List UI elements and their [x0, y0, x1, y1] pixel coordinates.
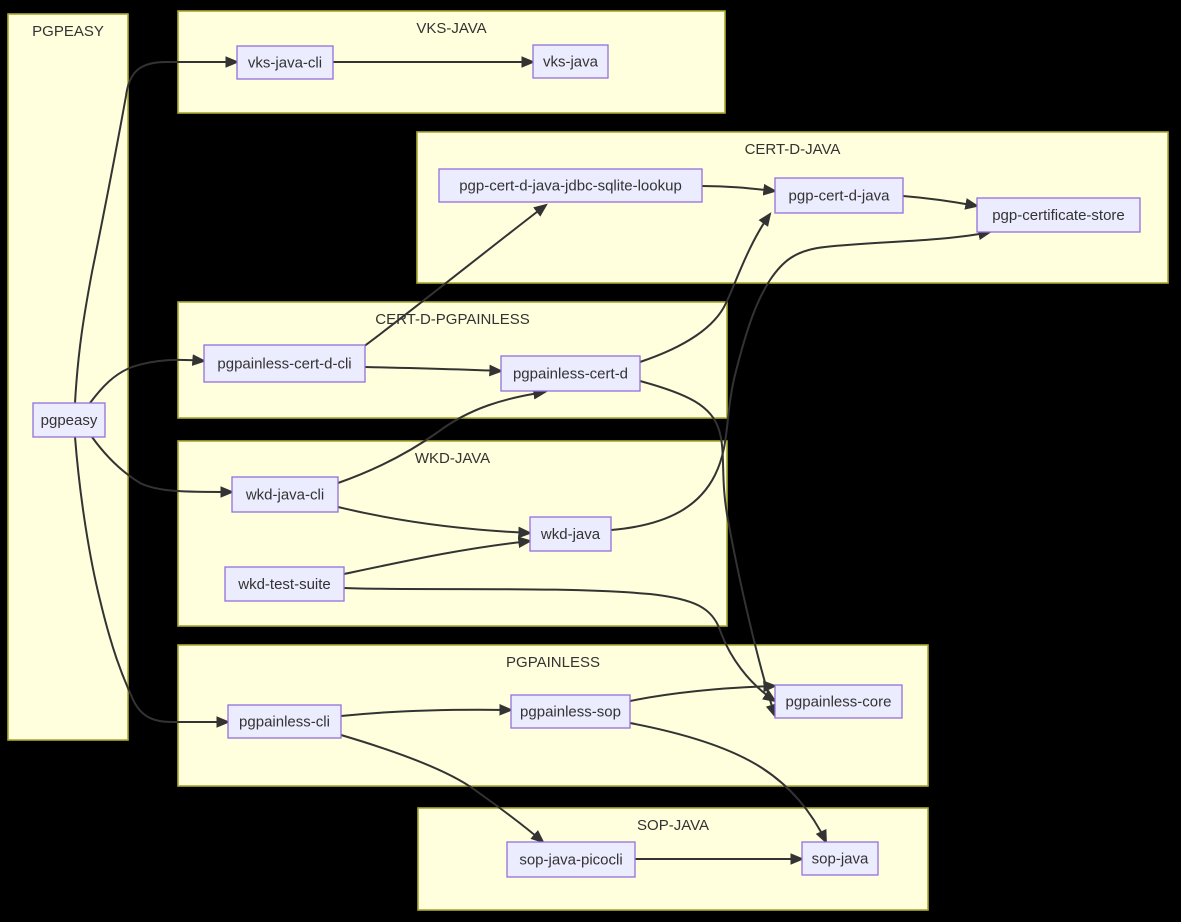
node-pgp-cert-d-java: pgp-cert-d-java	[774, 177, 904, 214]
cluster-label-vks-java-group: VKS-JAVA	[416, 20, 486, 37]
cluster-label-cert-d-pgpainless-group: CERT-D-PGPAINLESS	[375, 311, 529, 328]
edge-pgpainless-cert-d--pgpainless-core	[639, 380, 777, 719]
node-box-sop-java-picocli	[506, 841, 636, 878]
edge-wkd-test-suite--pgpainless-core	[343, 587, 777, 703]
node-pgpainless-cert-d: pgpainless-cert-d	[500, 355, 641, 392]
node-box-pgp-cert-d-java	[774, 177, 904, 214]
node-box-pgpainless-core	[774, 684, 903, 719]
cluster-label-cert-d-java-group: CERT-D-JAVA	[745, 141, 841, 158]
edge-pgpeasy--wkd-java-cli	[91, 436, 235, 498]
edge-pgpainless-cli--sop-java-picocli	[340, 734, 545, 844]
cluster-pgpeasy-group: PGPEASY	[7, 13, 129, 741]
clusters-layer: PGPEASY VKS-JAVA CERT-D-JAVA CERT-D-PGPAINL…	[7, 10, 1169, 911]
node-box-sop-java	[801, 841, 879, 876]
node-box-wkd-java-cli	[231, 476, 339, 513]
node-label-sop-java: sop-java	[812, 851, 869, 868]
node-box-vks-java	[532, 44, 609, 79]
node-box-pgpainless-cert-d	[500, 355, 641, 392]
node-sop-java: sop-java	[801, 841, 879, 876]
edge-wkd-java-cli--pgpainless-cert-d	[337, 387, 548, 484]
node-label-wkd-test-suite: wkd-test-suite	[237, 576, 331, 593]
node-label-pgpainless-cli: pgpainless-cli	[239, 714, 330, 731]
cluster-label-pgpainless-group: PGPAINLESS	[506, 654, 600, 671]
edge-pgpeasy--pgpainless-cert-d-cli	[89, 354, 207, 404]
node-pgpeasy: pgpeasy	[32, 402, 106, 438]
node-box-pgpainless-cli	[227, 704, 342, 739]
node-label-pgp-cert-d-java-jdbc-sqlite-lookup: pgp-cert-d-java-jdbc-sqlite-lookup	[459, 178, 682, 195]
node-box-pgp-cert-d-java-jdbc-sqlite-lookup	[438, 168, 703, 203]
node-label-pgpainless-sop: pgpainless-sop	[520, 704, 621, 721]
node-box-pgpeasy	[32, 402, 106, 438]
node-wkd-java-cli: wkd-java-cli	[231, 476, 339, 513]
edge-pgpeasy--pgpainless-cli	[74, 436, 231, 728]
cluster-label-pgpeasy-group: PGPEASY	[32, 23, 104, 40]
node-label-pgpainless-core: pgpainless-core	[786, 694, 892, 711]
node-sop-java-picocli: sop-java-picocli	[506, 841, 636, 878]
edge-pgp-cert-d-java--pgp-certificate-store	[902, 195, 980, 210]
node-label-pgp-certificate-store: pgp-certificate-store	[992, 207, 1125, 224]
node-box-wkd-test-suite	[224, 566, 345, 602]
edge-pgpainless-sop--sop-java	[629, 722, 827, 845]
node-label-vks-java: vks-java	[543, 54, 599, 71]
node-label-pgpeasy: pgpeasy	[41, 412, 98, 429]
node-box-vks-java-cli	[236, 45, 334, 80]
edge-pgpainless-cert-d-cli--pgp-cert-d-java-jdbc-sqlite-lookup	[362, 203, 548, 348]
edge-pgpeasy--vks-java-cli	[74, 56, 240, 404]
edge-wkd-test-suite--wkd-java	[343, 536, 533, 575]
edge-pgpainless-cli--pgpainless-sop	[340, 703, 514, 717]
cluster-label-wkd-java-group: WKD-JAVA	[415, 450, 490, 467]
edge-pgp-cert-d-java-jdbc-sqlite-lookup--pgp-cert-d-java	[701, 183, 778, 196]
cluster-label-sop-java-group: SOP-JAVA	[637, 817, 709, 834]
node-label-wkd-java-cli: wkd-java-cli	[245, 487, 324, 504]
cluster-box-pgpeasy-group	[7, 13, 129, 741]
node-label-pgpainless-cert-d: pgpainless-cert-d	[513, 366, 628, 383]
node-label-pgp-cert-d-java: pgp-cert-d-java	[789, 188, 891, 205]
node-wkd-test-suite: wkd-test-suite	[224, 566, 345, 602]
node-label-wkd-java: wkd-java	[540, 526, 601, 543]
nodes-layer: pgpeasy vks-java-cli vks-java pgp-cert-d-ja…	[32, 44, 1141, 878]
node-box-pgp-certificate-store	[976, 197, 1141, 233]
node-label-sop-java-picocli: sop-java-picocli	[519, 852, 622, 869]
node-pgp-certificate-store: pgp-certificate-store	[976, 197, 1141, 233]
node-vks-java-cli: vks-java-cli	[236, 45, 334, 80]
edge-pgpainless-cert-d--pgp-cert-d-java	[639, 212, 772, 363]
node-pgpainless-core: pgpainless-core	[774, 684, 903, 719]
node-box-pgpainless-sop	[510, 694, 631, 729]
edge-wkd-java-cli--wkd-java	[337, 506, 533, 539]
node-pgpainless-cert-d-cli: pgpainless-cert-d-cli	[203, 344, 366, 383]
edge-wkd-java--pgp-certificate-store	[610, 228, 993, 531]
node-pgpainless-sop: pgpainless-sop	[510, 694, 631, 729]
node-box-wkd-java	[529, 516, 612, 552]
edge-pgpainless-cert-d-cli--pgpainless-cert-d	[364, 364, 504, 377]
node-wkd-java: wkd-java	[529, 516, 612, 552]
node-pgp-cert-d-java-jdbc-sqlite-lookup: pgp-cert-d-java-jdbc-sqlite-lookup	[438, 168, 703, 203]
edge-pgpainless-sop--pgpainless-core	[629, 680, 778, 702]
node-label-vks-java-cli: vks-java-cli	[248, 55, 322, 72]
edges-layer	[74, 56, 993, 865]
node-label-pgpainless-cert-d-cli: pgpainless-cert-d-cli	[217, 356, 351, 373]
node-box-pgpainless-cert-d-cli	[203, 344, 366, 383]
node-vks-java: vks-java	[532, 44, 609, 79]
node-pgpainless-cli: pgpainless-cli	[227, 704, 342, 739]
